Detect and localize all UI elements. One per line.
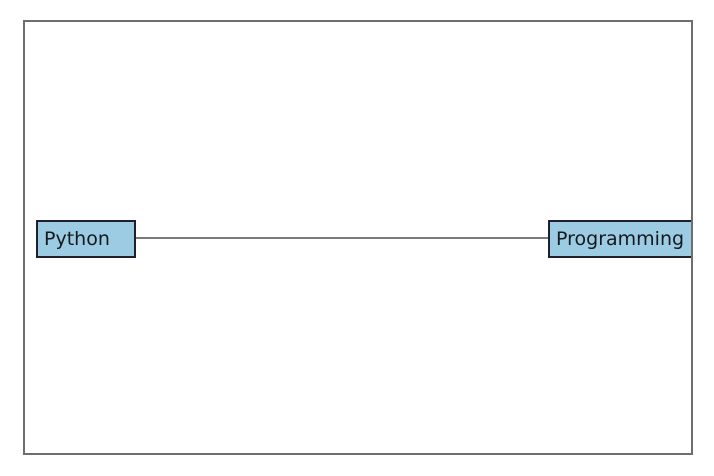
graph-surface: Python Programming: [25, 22, 691, 453]
graph-node-programming-label: Programming: [556, 227, 685, 250]
graph-node-python-label: Python: [44, 227, 110, 250]
graph-node-python[interactable]: Python: [36, 220, 136, 258]
plot-frame: Python Programming: [23, 20, 693, 455]
graph-node-programming[interactable]: Programming: [548, 220, 691, 258]
graph-edge-python-programming: [136, 237, 548, 239]
